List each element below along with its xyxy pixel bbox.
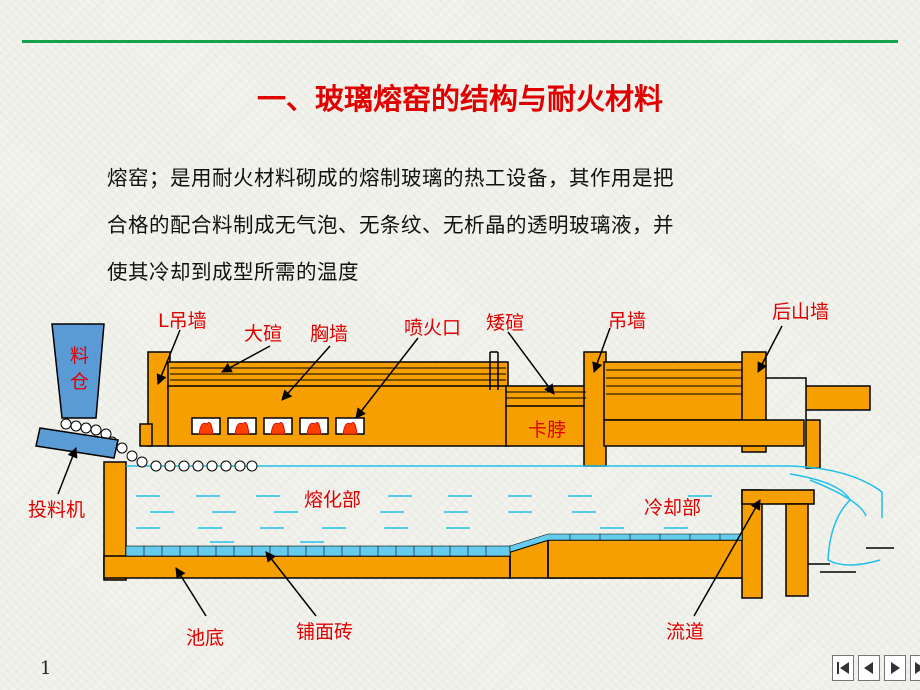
tank <box>103 461 815 599</box>
body-line-3: 使其冷却到成型所需的温度 <box>107 260 359 284</box>
throat-right <box>785 503 809 597</box>
burner-port <box>299 417 329 435</box>
hopper-label-2: 仓 <box>70 371 89 393</box>
label-feeder: 投料机 <box>28 499 85 521</box>
burner-port <box>335 417 365 435</box>
last-slide-button[interactable] <box>910 655 920 681</box>
label-breast-wall: 胸墙 <box>310 323 348 345</box>
label-throat: 流道 <box>666 621 704 643</box>
first-icon <box>837 662 849 674</box>
page-number: 1 <box>40 658 52 679</box>
glass-dashes <box>136 495 712 543</box>
label-crown: 大碹 <box>244 323 282 345</box>
burner-ports <box>191 417 365 435</box>
body-line-2: 合格的配合料制成无气泡、无条纹、无析晶的透明玻璃液，并 <box>107 213 674 237</box>
leader-lines <box>57 325 783 617</box>
pool-bottom <box>103 555 511 579</box>
burner-port <box>263 417 293 435</box>
throat-cap <box>741 489 815 505</box>
prev-icon <box>864 662 873 674</box>
back-extension <box>766 377 871 469</box>
next-icon <box>891 662 900 674</box>
feeder <box>35 427 119 459</box>
prev-slide-button[interactable] <box>858 655 880 681</box>
outflow-lines <box>808 547 894 573</box>
crown-left-step <box>139 423 153 447</box>
first-slide-button[interactable] <box>832 655 854 681</box>
superstructure <box>139 351 871 469</box>
front-wall <box>103 461 127 581</box>
low-crown-neck <box>505 385 587 409</box>
label-back-wall: 后山墙 <box>772 301 829 323</box>
cooling-crown <box>603 361 745 421</box>
label-melting-zone: 熔化部 <box>304 489 361 511</box>
hopper-label-1: 料 <box>70 345 89 367</box>
label-paving-brick: 铺面砖 <box>296 621 353 643</box>
neck-body <box>505 405 587 447</box>
label-pool-bottom: 池底 <box>186 627 224 649</box>
burner-port <box>191 417 221 435</box>
label-l-hanging-wall: L吊墙 <box>158 310 207 332</box>
bridge-wall-step <box>547 539 761 579</box>
label-cooling-zone: 冷却部 <box>644 497 701 519</box>
last-icon <box>915 662 920 674</box>
label-hanging-wall: 吊墙 <box>608 310 646 332</box>
hopper: 料 仓 <box>51 323 105 419</box>
cooling-lower <box>603 419 805 447</box>
throat-wall <box>741 489 763 599</box>
label-neck: 卡脖 <box>528 419 566 441</box>
label-low-crown: 矮碹 <box>486 312 524 334</box>
label-burner-port: 喷火口 <box>404 317 461 339</box>
burner-port <box>227 417 257 435</box>
paving-bricks <box>125 533 743 557</box>
next-slide-button[interactable] <box>884 655 906 681</box>
breast-wall <box>167 385 509 447</box>
slide-title: 一、玻璃熔窑的结构与耐火材料 <box>256 82 663 116</box>
crown-top <box>167 361 509 389</box>
glass-melt <box>126 465 883 566</box>
body-line-1: 熔窑；是用耐火材料砌成的熔制玻璃的热工设备，其作用是把 <box>107 166 674 190</box>
top-divider <box>22 40 898 43</box>
slide-navigation <box>832 655 920 681</box>
